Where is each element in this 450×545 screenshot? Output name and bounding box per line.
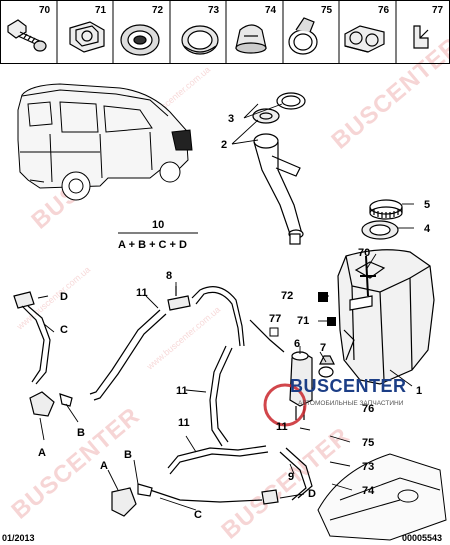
header-part-number: 77 [432, 5, 444, 16]
tank-seal-group [361, 199, 403, 240]
callout-label: 71 [297, 315, 309, 327]
hose-clamp-icon [288, 17, 318, 55]
hose-lines [89, 286, 313, 503]
callout-label: 11 [276, 421, 288, 433]
small-part-squares [269, 292, 336, 337]
callout-label: C [194, 509, 202, 521]
hose-connector-8 [167, 286, 191, 311]
callout-label: 76 [362, 403, 374, 415]
header-part-number: 72 [152, 5, 164, 16]
callout-label: 5 [424, 199, 430, 211]
car-front-sketch [317, 453, 447, 541]
callout-label: 3 [228, 113, 234, 125]
callout-label: 75 [362, 437, 374, 449]
grommet-icon [120, 24, 160, 56]
footer-date: 01/2013 [2, 533, 35, 543]
callout-label: D [60, 291, 68, 303]
header-part-number: 74 [265, 5, 277, 16]
rubber-plug-icon [235, 24, 267, 54]
callout-label: 7 [320, 342, 326, 354]
callout-label: 8 [166, 270, 172, 282]
brand-name: BUSCENTER [290, 376, 407, 396]
hose-holder-icon [344, 25, 385, 53]
callout-label: 77 [269, 313, 281, 325]
footer-reference: 00005543 [402, 533, 442, 543]
callout-leaders [37, 103, 414, 511]
callout-label: 6 [294, 338, 300, 350]
callout-label: C [60, 324, 68, 336]
callout-labels: 3 2 5 4 70 72 71 77 6 7 1 76 8 11 11 11 … [38, 113, 431, 521]
callout-label: 11 [136, 287, 148, 299]
callout-label: B [77, 427, 85, 439]
callout-label: 1 [416, 385, 422, 397]
callout-label: 11 [176, 385, 188, 397]
callout-label: D [308, 488, 316, 500]
bottom-nozzle-group [111, 483, 279, 517]
header-part-number: 76 [378, 5, 390, 16]
formula-expression: A + B + C + D [118, 239, 187, 251]
callout-label: 73 [362, 461, 374, 473]
callout-label: 2 [221, 139, 227, 151]
callout-label: 4 [424, 223, 431, 235]
callout-label: 70 [358, 247, 370, 259]
seal-ring-icon [181, 25, 219, 55]
header-part-number: 75 [321, 5, 333, 16]
callout-label: 72 [281, 290, 293, 302]
footer: 01/2013 00005543 [2, 533, 442, 543]
callout-label: 9 [288, 471, 294, 483]
filler-neck-group [252, 92, 306, 245]
header-part-number: 71 [95, 5, 107, 16]
header-part-number: 73 [208, 5, 220, 16]
left-nozzle-group [13, 291, 73, 417]
callout-label: 11 [178, 417, 190, 429]
header-parts-bar: 70 71 72 73 74 75 76 77 [0, 0, 450, 64]
formula-number: 10 [152, 219, 164, 231]
callout-label: 74 [362, 485, 375, 497]
brand-subtitle: АВТОМОБИЛЬНЫЕ ЗАПЧАСТИНИ [298, 400, 404, 407]
washer-tank [337, 249, 435, 385]
assembly-formula: 10 A + B + C + D [118, 219, 198, 251]
callout-label: A [100, 460, 108, 472]
callout-label: A [38, 447, 46, 459]
callout-label: B [124, 449, 132, 461]
brand-overlay: BUSCENTER АВТОМОБИЛЬНЫЕ ЗАПЧАСТИНИ [263, 376, 407, 427]
header-part-number: 70 [39, 5, 51, 16]
bolt-icon [7, 19, 47, 52]
vehicle-outline [17, 83, 193, 201]
clip-nut-icon [69, 21, 105, 53]
hose-clip-icon [413, 25, 429, 49]
watermark-text: BUSCENTER [327, 32, 450, 154]
